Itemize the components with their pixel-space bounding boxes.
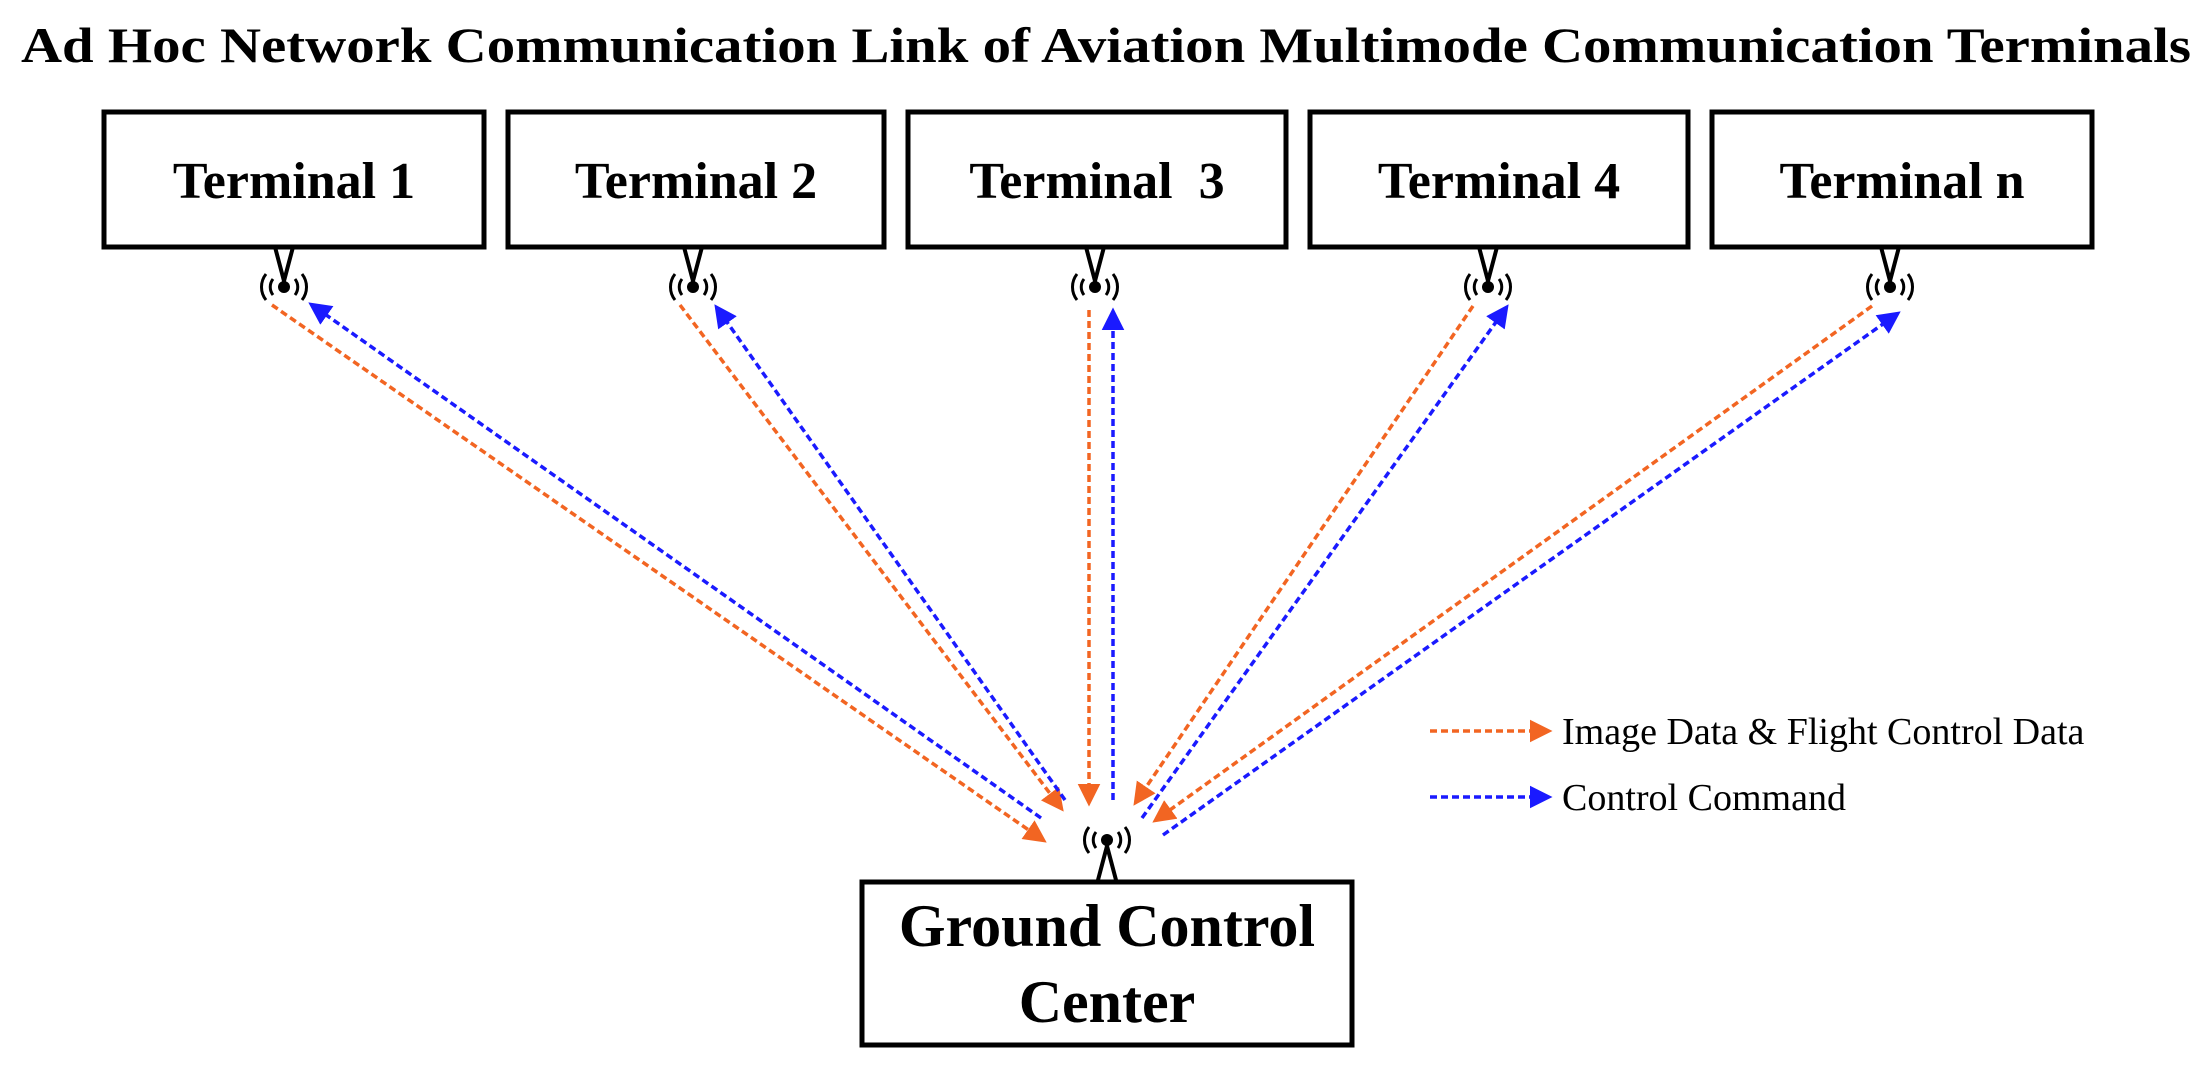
link-terminal-4-uplink bbox=[1133, 305, 1475, 806]
terminal-4-label: Terminal 4 bbox=[1378, 153, 1620, 210]
link-terminal-1-uplink bbox=[271, 303, 1047, 843]
terminal-n-box bbox=[1709, 109, 2095, 250]
terminal-2-box bbox=[505, 109, 887, 250]
antenna-icon bbox=[1082, 826, 1132, 882]
terminal-3-label: Terminal 3 bbox=[969, 153, 1224, 210]
link-terminal-n-downlink bbox=[1161, 311, 1901, 837]
link-terminal-1-downlink bbox=[308, 302, 1043, 820]
terminal-4-box bbox=[1307, 109, 1691, 250]
terminal-1-box bbox=[101, 109, 487, 250]
legend-item-control-command: Control Command bbox=[1562, 777, 1846, 819]
legend: Image Data & Flight Control Data Control… bbox=[1430, 711, 2085, 819]
antenna-icon bbox=[1865, 245, 1915, 301]
ground-control-center-label-line1: Ground Control bbox=[899, 893, 1315, 959]
terminal-3: Terminal 3 bbox=[905, 109, 1289, 250]
terminal-3-box bbox=[905, 109, 1289, 250]
link-arrows bbox=[271, 302, 1901, 843]
link-terminal-n-uplink bbox=[1152, 304, 1874, 823]
ground-control-center-box bbox=[859, 879, 1355, 1048]
link-terminal-2-downlink bbox=[714, 304, 1067, 802]
diagram-title: Ad Hoc Network Communication Link of Avi… bbox=[21, 17, 2191, 73]
terminal-2-label: Terminal 2 bbox=[575, 153, 817, 210]
ground-control-center: Ground Control Center bbox=[859, 879, 1355, 1048]
antenna-icon bbox=[259, 245, 309, 301]
link-terminal-4-downlink bbox=[1140, 304, 1509, 820]
terminal-1-label: Terminal 1 bbox=[173, 153, 415, 210]
antenna-icon bbox=[668, 245, 718, 301]
terminal-4: Terminal 4 bbox=[1307, 109, 1691, 250]
ground-control-center-label-line2: Center bbox=[1019, 969, 1196, 1035]
antenna-icon bbox=[1070, 245, 1120, 301]
legend-item-image-data: Image Data & Flight Control Data bbox=[1562, 711, 2085, 753]
terminal-2: Terminal 2 bbox=[505, 109, 887, 250]
link-terminal-2-uplink bbox=[678, 303, 1064, 812]
terminal-1: Terminal 1 bbox=[101, 109, 487, 250]
terminal-n-label: Terminal n bbox=[1779, 153, 2024, 210]
antenna-icon bbox=[1463, 245, 1513, 301]
terminal-n: Terminal n bbox=[1709, 109, 2095, 250]
